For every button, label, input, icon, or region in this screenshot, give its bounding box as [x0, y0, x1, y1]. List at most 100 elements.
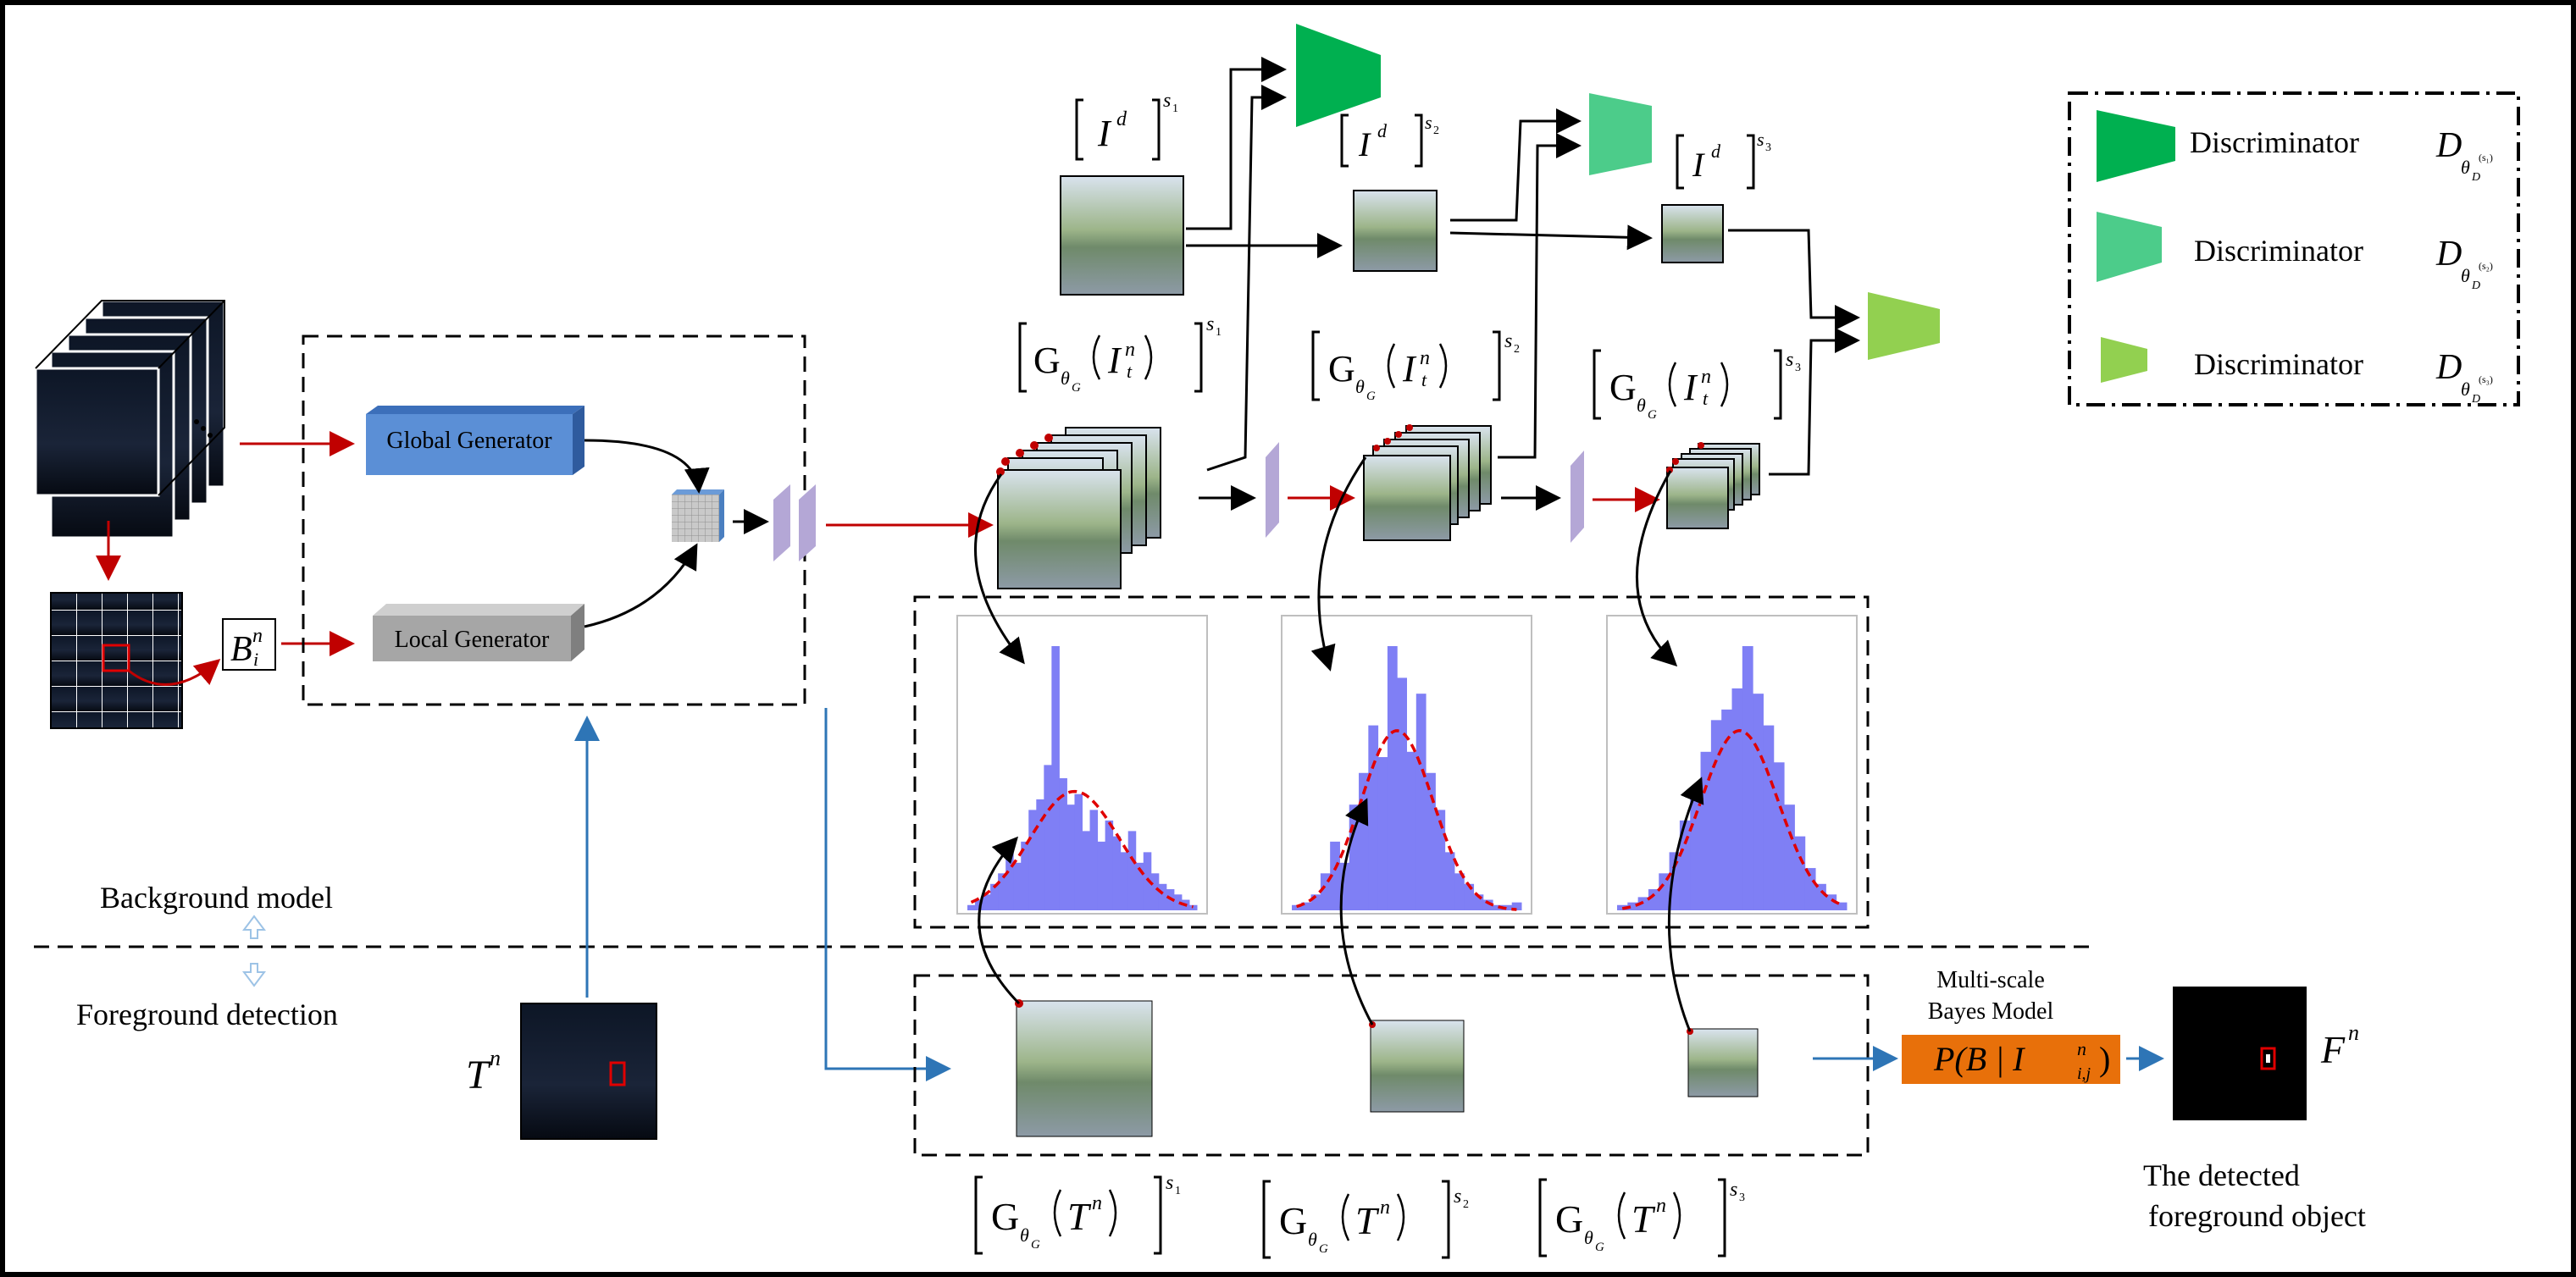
histogram-bar [1097, 841, 1106, 910]
svg-text:n: n [252, 625, 263, 647]
histogram-bar [1143, 852, 1152, 910]
histogram-bar [998, 873, 1006, 910]
histogram-bar [1415, 694, 1426, 910]
legend-disc-s2-icon [2097, 212, 2162, 282]
histogram-bar [1028, 810, 1037, 910]
arrow-real-s2-to-s3 [1449, 224, 1653, 251]
histogram-bar [1377, 757, 1388, 910]
svg-text:I: I [1402, 348, 1417, 390]
svg-text:P(B | I: P(B | I [1933, 1040, 2025, 1078]
histogram-bar [983, 894, 991, 910]
svg-text:G: G [1555, 1197, 1583, 1241]
label-g-s1: G θ G I n t s 1 [1018, 313, 1222, 395]
svg-text:s: s [1786, 349, 1793, 371]
histogram-bar [1406, 751, 1417, 910]
histogram-bar [1502, 904, 1513, 910]
histogram-bar [1742, 646, 1753, 910]
svg-text:n: n [1092, 1192, 1102, 1214]
legend-box [2068, 91, 2520, 406]
arrow-local-to-cube [584, 543, 698, 628]
histogram-bar [1158, 883, 1167, 910]
arrow-s3-to-hist [1635, 470, 1678, 667]
histogram-bar [1066, 804, 1075, 910]
histogram-bar [1339, 862, 1350, 910]
histogram-bar [1690, 788, 1702, 910]
arrow-real-s1-to-disc [1186, 57, 1287, 230]
svg-text:(s₂): (s₂) [2479, 260, 2493, 272]
histogram-bar [1173, 894, 1183, 910]
histograms [956, 615, 1858, 915]
svg-text:2: 2 [1433, 124, 1439, 137]
svg-text:I: I [1683, 367, 1698, 408]
histogram-bar [1753, 694, 1764, 910]
histogram-bar [1044, 765, 1052, 910]
generated-stack-s1 [996, 427, 1161, 589]
svg-text:i,j: i,j [2077, 1064, 2091, 1083]
svg-text:d: d [1711, 141, 1721, 162]
svg-text:n: n [1656, 1195, 1666, 1217]
fg-symbol: F [2320, 1028, 2346, 1071]
svg-text:n: n [2077, 1038, 2086, 1059]
svg-text:G: G [1595, 1241, 1604, 1254]
histogram-bar [1310, 894, 1321, 910]
legend-disc-s1-icon [2097, 110, 2175, 182]
arrow-global-to-cube [584, 439, 710, 494]
svg-text:n: n [1420, 347, 1430, 369]
svg-text:I: I [1107, 340, 1122, 381]
discriminator-s1 [1296, 24, 1381, 127]
svg-text:d: d [1377, 120, 1388, 141]
svg-text:D: D [2471, 171, 2480, 184]
gaussian-fit-curve [1296, 729, 1517, 911]
histogram-bar [1426, 772, 1436, 910]
real-image-s1: I d s 1 [1060, 90, 1184, 296]
histogram-bar [1359, 772, 1369, 910]
background-model-label: Background model [100, 881, 333, 915]
arrow-real-s2-to-disc [1450, 108, 1582, 222]
generated-stack-s2 [1363, 424, 1492, 541]
svg-text:t: t [1703, 388, 1709, 409]
histogram-bar [1150, 873, 1160, 910]
arrow-fake-s3-to-disc [1769, 328, 1860, 476]
label-gt-s3: G θ G T n s 3 [1538, 1178, 1745, 1258]
svg-text:G: G [1319, 1242, 1328, 1256]
svg-text:I: I [1358, 125, 1371, 163]
histogram-bar [1454, 873, 1465, 910]
histogram-bar [1112, 836, 1122, 910]
output-image-s3 [1687, 1028, 1759, 1097]
histogram-bar [1679, 820, 1691, 910]
histogram-bar [1804, 868, 1816, 910]
svg-text:G: G [1648, 408, 1657, 422]
histogram-bar [990, 883, 999, 910]
svg-text:1: 1 [1175, 1185, 1181, 1197]
histogram-bar [1188, 904, 1198, 910]
svg-text:n: n [490, 1046, 501, 1070]
svg-text:G: G [1366, 390, 1376, 403]
local-generator-label: Local Generator [395, 627, 550, 653]
gaussian-fit-curve [970, 789, 1194, 909]
histogram-bar [1105, 820, 1114, 910]
label-gt-s1: G θ G T n s 1 [974, 1172, 1181, 1255]
bayes-title-line2: Bayes Model [1928, 998, 2054, 1025]
svg-text:D: D [2471, 393, 2480, 406]
histogram-bar [1773, 762, 1785, 910]
discriminator-s3 [1868, 292, 1940, 360]
svg-text:n: n [2348, 1020, 2359, 1045]
svg-text:s: s [1757, 129, 1764, 150]
legend-item-s1: Discriminator D θ D (s₁) [2097, 110, 2493, 184]
svg-text:s: s [1504, 330, 1512, 352]
svg-text:θ: θ [2461, 157, 2470, 178]
svg-text:s: s [1206, 313, 1214, 335]
histogram-bar [1059, 778, 1067, 910]
block-symbol-box: B n i [222, 618, 276, 671]
svg-text:s: s [1454, 1186, 1461, 1208]
svg-text:1: 1 [1216, 326, 1222, 339]
histogram-bar [1013, 862, 1022, 910]
histogram-bar [1051, 646, 1060, 910]
svg-text:n: n [1380, 1197, 1390, 1219]
arrow-real-s3-to-disc [1728, 229, 1860, 330]
global-generator-label: Global Generator [386, 428, 552, 454]
svg-text:θ: θ [2461, 265, 2470, 286]
histogram-bar [1721, 709, 1732, 910]
svg-text:Discriminator: Discriminator [2194, 234, 2363, 268]
